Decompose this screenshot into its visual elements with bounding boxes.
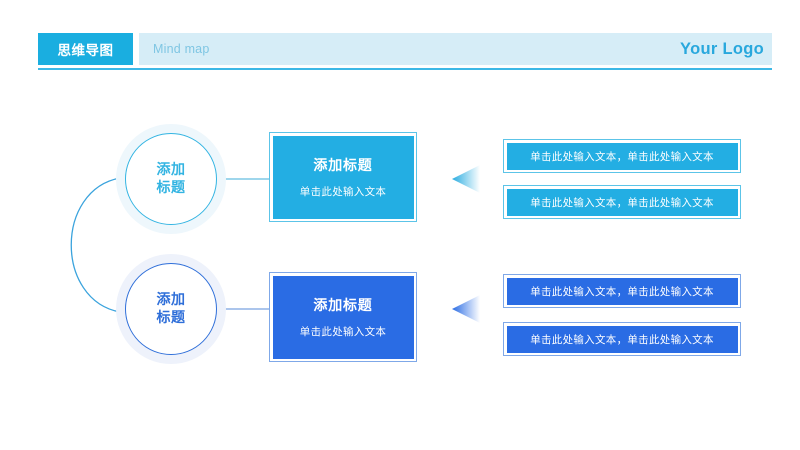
header-divider	[38, 68, 772, 70]
branch-circle-1[interactable]: 添加标题	[116, 124, 226, 234]
branch-circle-2-ring	[125, 263, 217, 355]
header-tab[interactable]: 思维导图	[38, 33, 133, 65]
arrow-marker-1	[452, 165, 480, 193]
header-tab-label: 思维导图	[57, 43, 114, 58]
branch-circle-1-label: 添加标题	[157, 161, 186, 197]
branch-1-item-1-label: 单击此处输入文本，单击此处输入文本	[530, 150, 714, 163]
branch-arc-connector	[70, 177, 121, 313]
branch-1-item-2-label: 单击此处输入文本，单击此处输入文本	[530, 196, 714, 209]
slide-header: 思维导图 Mind map Your Logo	[0, 0, 800, 80]
branch-subtitle-1: 单击此处输入文本	[299, 186, 387, 198]
branch-title-1: 添加标题	[313, 157, 373, 173]
branch-2-item-1[interactable]: 单击此处输入文本，单击此处输入文本	[503, 274, 741, 308]
branch-circle-1-label-line1: 添加标题	[156, 161, 186, 195]
branch-1-item-2[interactable]: 单击此处输入文本，单击此处输入文本	[503, 185, 741, 219]
branch-circle-2-label: 添加标题	[157, 291, 186, 327]
header-bar-background	[139, 33, 772, 65]
branch-circle-2[interactable]: 添加标题	[116, 254, 226, 364]
branch-title-box-2-inner: 添加标题 单击此处输入文本	[272, 275, 414, 359]
branch-circle-2-label-line1: 添加标题	[156, 291, 186, 325]
branch-2-item-2-inner: 单击此处输入文本，单击此处输入文本	[506, 325, 738, 353]
arrow-marker-2	[452, 295, 480, 323]
branch-2-item-2-label: 单击此处输入文本，单击此处输入文本	[530, 333, 714, 346]
branch-title-box-1[interactable]: 添加标题 单击此处输入文本	[269, 132, 417, 222]
branch-title-box-2[interactable]: 添加标题 单击此处输入文本	[269, 272, 417, 362]
branch-1-item-1[interactable]: 单击此处输入文本，单击此处输入文本	[503, 139, 741, 173]
branch-circle-1-ring	[125, 133, 217, 225]
branch-title-2: 添加标题	[313, 297, 373, 313]
logo-text: Your Logo	[680, 39, 764, 58]
branch-1-item-1-inner: 单击此处输入文本，单击此处输入文本	[506, 142, 738, 170]
branch-2-item-1-label: 单击此处输入文本，单击此处输入文本	[530, 285, 714, 298]
branch-subtitle-2: 单击此处输入文本	[299, 326, 387, 338]
branch-title-box-1-inner: 添加标题 单击此处输入文本	[272, 135, 414, 219]
branch-2-item-1-inner: 单击此处输入文本，单击此处输入文本	[506, 277, 738, 305]
header-subtitle: Mind map	[153, 42, 210, 56]
branch-2-item-2[interactable]: 单击此处输入文本，单击此处输入文本	[503, 322, 741, 356]
branch-1-item-2-inner: 单击此处输入文本，单击此处输入文本	[506, 188, 738, 216]
